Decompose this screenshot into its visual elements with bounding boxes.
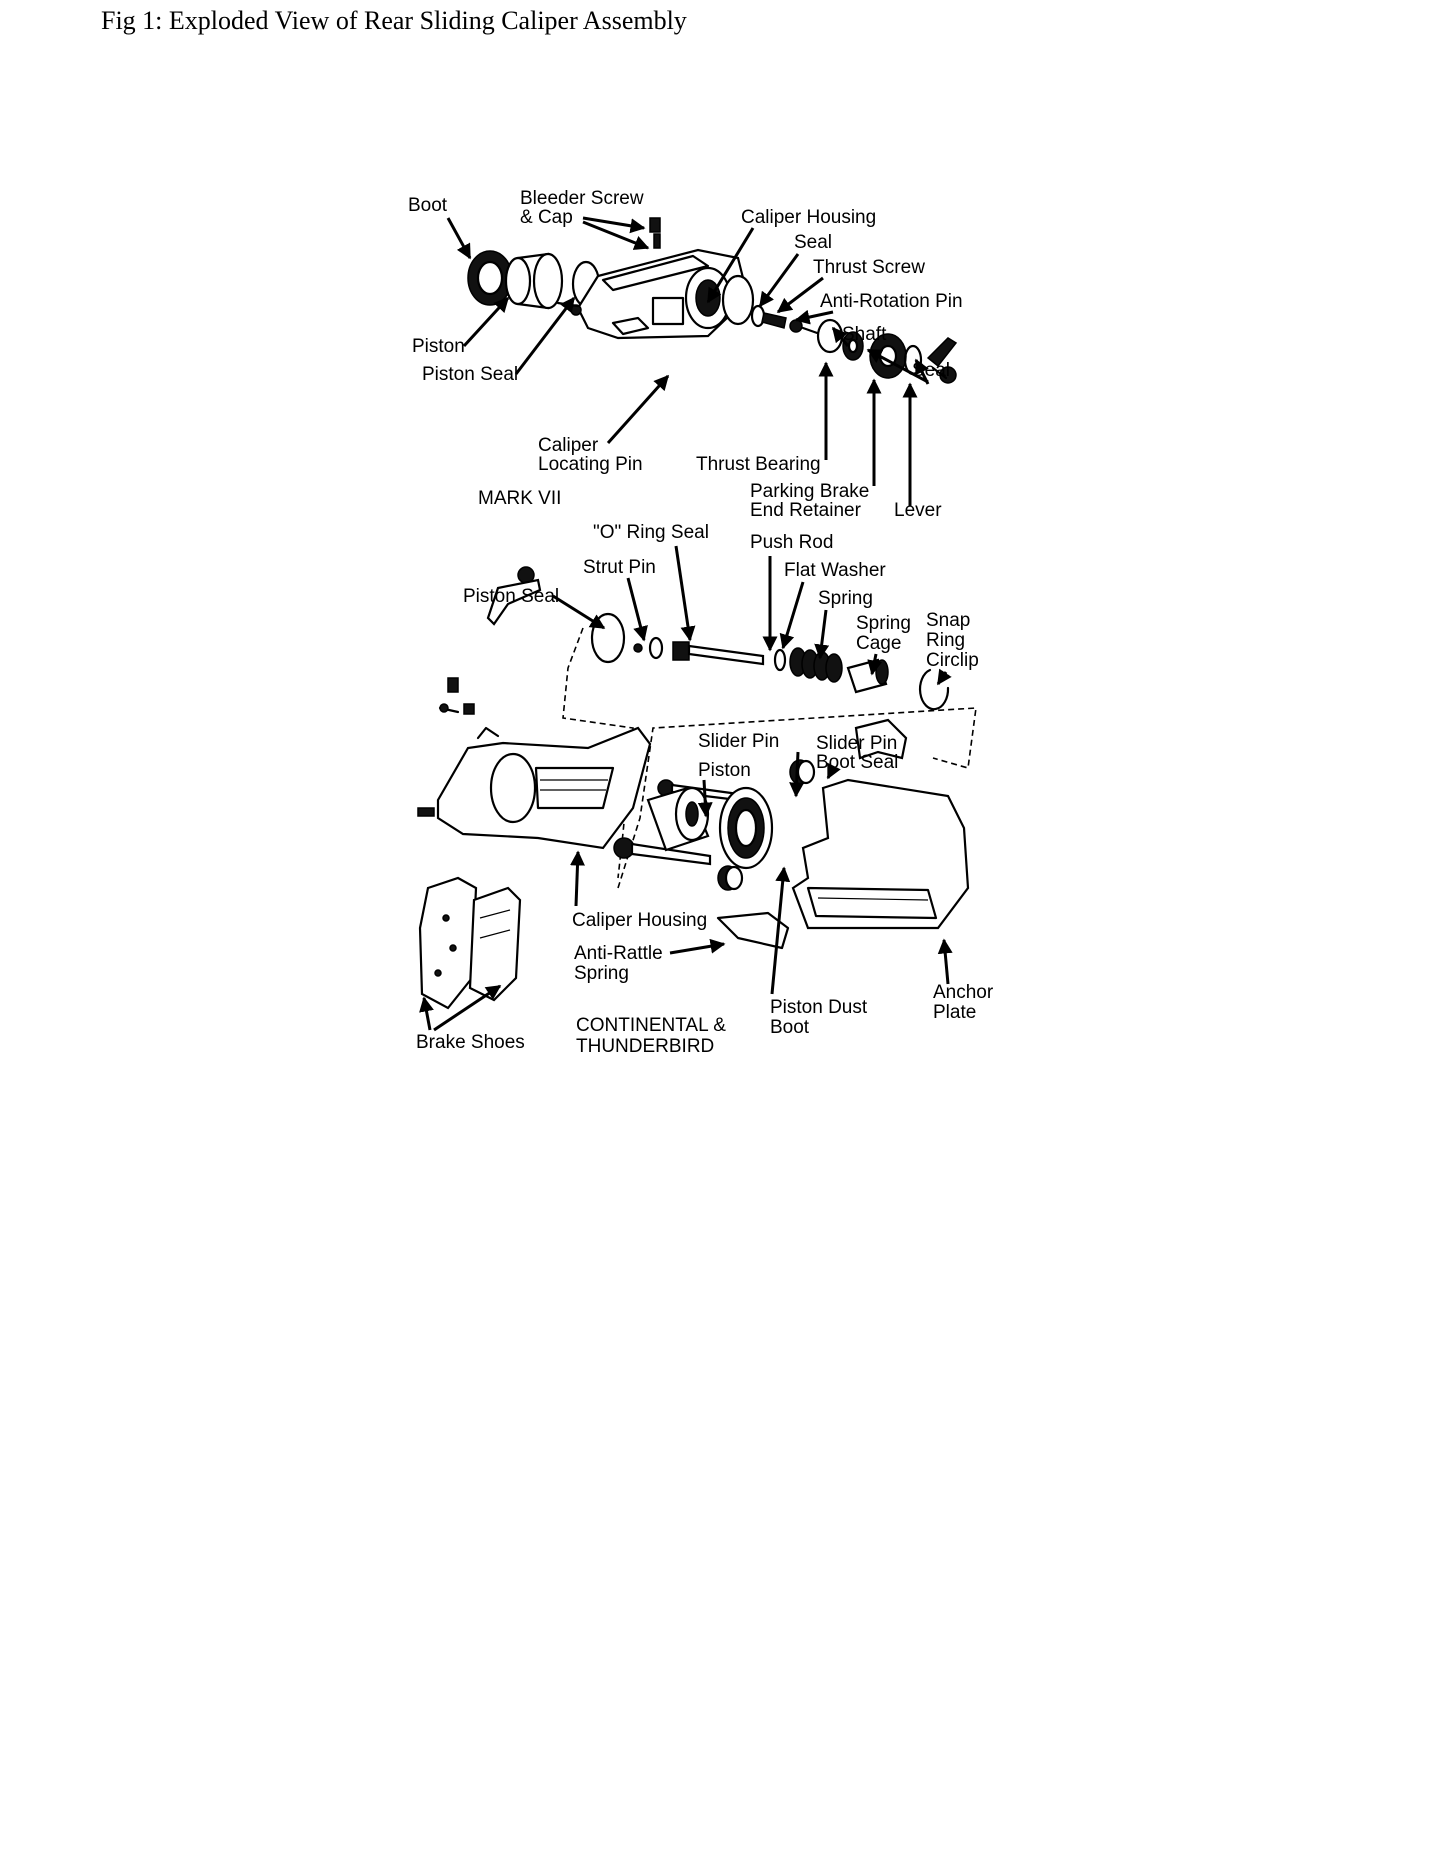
label-piston-seal-lower: Piston Seal — [463, 586, 559, 607]
snap-ring-part — [918, 668, 950, 711]
piston-seal-ring-lower — [590, 612, 626, 664]
push-rod-part — [672, 641, 765, 666]
label-piston-dust-boot-2: Boot — [770, 1017, 810, 1038]
brake-shoes-part — [418, 876, 522, 1010]
label-piston-dust-boot-1: Piston Dust — [770, 997, 868, 1018]
dashed-outline-right — [617, 707, 977, 889]
label-seal-top: Seal — [794, 232, 832, 253]
label-thrust-bearing: Thrust Bearing — [696, 454, 821, 475]
thrust-screw-group — [750, 304, 822, 336]
strut-pin-group — [633, 636, 664, 660]
label-anchor-plate-2: Plate — [933, 1002, 976, 1023]
anchor-plate-part — [791, 718, 970, 930]
label-bleeder-screw-2: & Cap — [520, 207, 573, 228]
upper-assembly: Boot Bleeder Screw & Cap Caliper Housing… — [408, 188, 963, 521]
label-o-ring-seal: "O" Ring Seal — [593, 522, 709, 543]
label-thrust-screw: Thrust Screw — [813, 257, 925, 278]
lever-part — [926, 337, 958, 384]
piston-dust-boot-part — [718, 786, 774, 870]
label-parking-brake-2: End Retainer — [750, 500, 862, 521]
slider-pin-boot-seal-part — [717, 759, 816, 891]
label-variant-mark-vii: MARK VII — [478, 488, 561, 509]
label-slider-pin-boot-2: Boot Seal — [816, 752, 898, 773]
label-spring-cage-2: Cage — [856, 633, 901, 654]
piston-part — [504, 252, 564, 310]
spring-part — [789, 647, 843, 683]
label-lever: Lever — [894, 500, 942, 521]
label-slider-pin-boot-1: Slider Pin — [816, 733, 897, 754]
diagram-canvas: Boot Bleeder Screw & Cap Caliper Housing… — [408, 188, 994, 1057]
label-brake-shoes: Brake Shoes — [416, 1032, 525, 1053]
spring-cage-part — [846, 658, 889, 694]
boot-part — [467, 250, 513, 306]
label-slider-pin: Slider Pin — [698, 731, 779, 752]
label-piston-lower: Piston — [698, 760, 751, 781]
figure-caption: Fig 1: Exploded View of Rear Sliding Cal… — [101, 6, 687, 35]
piston-lower-part — [646, 786, 710, 852]
label-piston-upper: Piston — [412, 336, 465, 357]
label-spring-cage-1: Spring — [856, 613, 911, 634]
upper-leader-lines — [446, 216, 930, 506]
flat-washer-part — [773, 648, 787, 672]
bleeder-screw-part — [649, 217, 661, 249]
label-bleeder-screw-1: Bleeder Screw — [520, 188, 644, 209]
anti-rattle-spring-part — [716, 911, 790, 950]
label-flat-washer: Flat Washer — [784, 560, 886, 581]
caliper-housing-lower-part — [436, 726, 652, 850]
label-anti-rattle-2: Spring — [574, 963, 629, 984]
label-snap-ring-2: Ring — [926, 630, 965, 651]
label-variant-continental-1: CONTINENTAL & — [576, 1015, 726, 1036]
label-caliper-housing-upper: Caliper Housing — [741, 207, 876, 228]
label-push-rod: Push Rod — [750, 532, 833, 553]
dashed-outline-left — [562, 627, 634, 879]
lower-assembly: "O" Ring Seal Push Rod Strut Pin Flat Wa… — [416, 522, 994, 1057]
lower-leader-lines — [419, 545, 953, 1032]
label-boot: Boot — [408, 195, 448, 216]
label-parking-brake-1: Parking Brake — [750, 481, 869, 502]
label-anchor-plate-1: Anchor — [933, 982, 994, 1003]
label-anti-rotation-pin: Anti-Rotation Pin — [820, 291, 963, 312]
label-shaft: Shaft — [842, 324, 887, 345]
label-anti-rattle-1: Anti-Rattle — [574, 943, 663, 964]
label-caliper-locating-pin-1: Caliper — [538, 435, 599, 456]
label-snap-ring-3: Circlip — [926, 650, 979, 671]
label-strut-pin: Strut Pin — [583, 557, 656, 578]
label-caliper-housing-lower: Caliper Housing — [572, 910, 707, 931]
label-spring: Spring — [818, 588, 873, 609]
exploded-view-diagram: Boot Bleeder Screw & Cap Caliper Housing… — [408, 188, 1033, 1078]
fastener-group-left — [417, 566, 542, 817]
label-piston-seal-upper: Piston Seal — [422, 364, 518, 385]
label-caliper-locating-pin-2: Locating Pin — [538, 454, 643, 475]
label-snap-ring-1: Snap — [926, 610, 970, 631]
label-variant-continental-2: THUNDERBIRD — [576, 1036, 714, 1057]
